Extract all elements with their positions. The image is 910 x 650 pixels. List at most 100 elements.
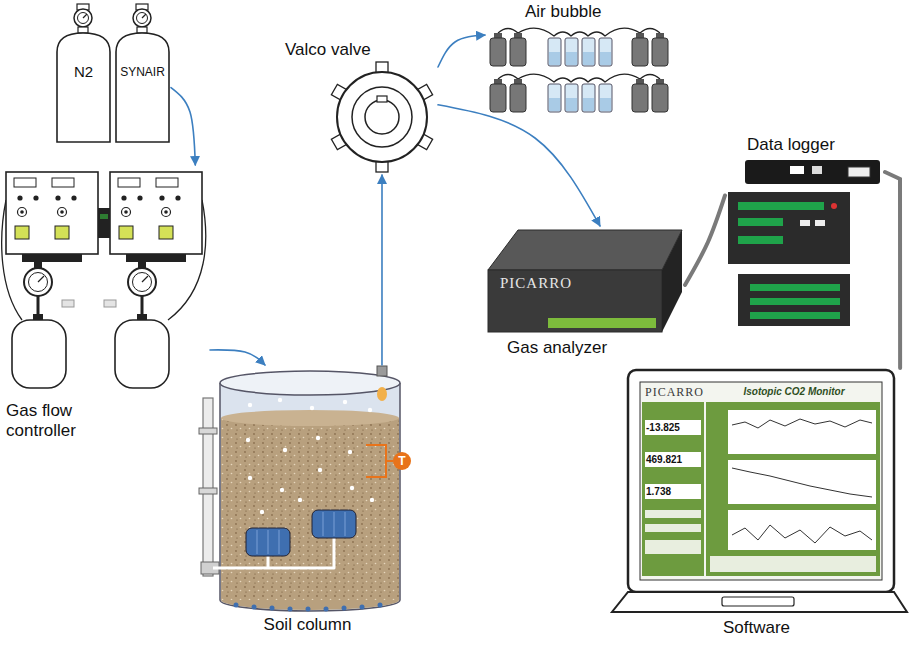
soil-column-drawing bbox=[199, 366, 400, 612]
air-bubbler-drawing bbox=[498, 28, 660, 36]
gas-flow-controller: Gas flow controller bbox=[0, 165, 210, 447]
gas-flow-controller-drawing bbox=[137, 195, 142, 200]
air-bubbler-drawing bbox=[566, 52, 577, 65]
laptop-drawing bbox=[645, 540, 701, 554]
soil-column-drawing bbox=[334, 512, 335, 536]
gas-flow-controller-drawing bbox=[124, 210, 128, 214]
soil-column-drawing bbox=[221, 418, 399, 600]
gas-cylinder-drawing bbox=[137, 27, 147, 33]
soil-column-drawing bbox=[348, 450, 352, 454]
soil-column-drawing bbox=[278, 398, 282, 402]
node-label: Data logger bbox=[747, 135, 877, 155]
soil-column-drawing bbox=[199, 428, 217, 434]
air-bubbler-drawing bbox=[600, 98, 611, 111]
text-slot: Valco valve bbox=[285, 40, 395, 60]
soil-column-drawing bbox=[312, 510, 356, 538]
node-label: SYNAIR bbox=[114, 65, 171, 79]
soil-column-drawing bbox=[306, 607, 311, 612]
text-slot: -13.825 bbox=[646, 421, 700, 434]
data-logger-drawing bbox=[831, 203, 837, 209]
soil-column-drawing bbox=[378, 603, 383, 608]
gas-flow-controller-drawing bbox=[100, 214, 108, 219]
air-bubbler-drawing bbox=[510, 38, 526, 66]
valco-valve-drawing bbox=[377, 96, 387, 102]
laptop-drawing bbox=[645, 510, 701, 518]
soil-column-drawing bbox=[234, 603, 239, 608]
gas-flow-controller-drawing bbox=[14, 178, 36, 187]
data-logger-drawing bbox=[750, 284, 840, 291]
text-slot: T bbox=[393, 452, 411, 470]
flow-arrow bbox=[171, 88, 195, 165]
laptop-drawing bbox=[612, 592, 907, 612]
soil-column: Soil column T bbox=[195, 365, 420, 647]
soil-column-drawing bbox=[310, 406, 314, 410]
soil-column-drawing bbox=[288, 607, 293, 612]
laptop-drawing bbox=[645, 420, 701, 435]
soil-column-drawing bbox=[257, 530, 258, 554]
gas-flow-controller-drawing bbox=[104, 300, 116, 307]
node-label: Air bubble bbox=[525, 2, 645, 22]
data-logger-drawing bbox=[800, 220, 810, 226]
gas-flow-controller-drawing bbox=[159, 226, 173, 239]
gas-flow-controller-drawing bbox=[52, 178, 74, 187]
data-logger: Data logger bbox=[725, 135, 885, 330]
connectors bbox=[171, 35, 900, 368]
software-screen: PICARROIsotopic CO2 Monitor-13.825469.82… bbox=[640, 382, 882, 580]
soil-column-drawing bbox=[246, 528, 290, 556]
data-logger-drawing bbox=[750, 298, 840, 305]
text-slot: Soil column bbox=[195, 615, 420, 635]
gas-flow-controller-drawing bbox=[58, 208, 67, 217]
gas-flow-controller-drawing bbox=[33, 195, 38, 200]
soil-column-drawing bbox=[324, 607, 329, 612]
gas-analyzer-drawing bbox=[662, 230, 682, 332]
gas-flow-controller-drawing bbox=[141, 296, 144, 316]
valco-valve-drawing bbox=[365, 100, 399, 134]
gas-flow-controller-drawing bbox=[18, 208, 27, 217]
air-bubbler-drawing bbox=[490, 38, 506, 66]
laptop-drawing bbox=[732, 525, 872, 543]
laptop-drawing bbox=[722, 597, 794, 606]
gas-flow-controller-drawing bbox=[20, 210, 24, 214]
laptop-drawing bbox=[640, 382, 882, 580]
gas-flow-controller-drawing bbox=[122, 208, 131, 217]
gas-analyzer: PICARROGas analyzer bbox=[485, 226, 685, 363]
node-label: PICARRO bbox=[645, 385, 725, 399]
air-bubbler-drawing bbox=[600, 52, 611, 65]
gas-flow-controller-drawing bbox=[126, 254, 186, 262]
gas-flow-controller-drawing bbox=[55, 226, 69, 239]
soil-column-drawing bbox=[279, 530, 280, 554]
node-label: Software bbox=[605, 618, 908, 638]
air-bubbler-drawing bbox=[510, 84, 526, 112]
air-bubbler-drawing bbox=[549, 52, 560, 65]
soil-column-drawing bbox=[368, 408, 372, 412]
soil-column-drawing bbox=[252, 605, 257, 610]
gas-flow-controller-drawing bbox=[60, 210, 64, 214]
soil-column-drawing bbox=[298, 498, 302, 502]
gas-analyzer-drawing bbox=[488, 270, 662, 332]
air-bubbler-drawing bbox=[549, 98, 560, 111]
air-bubbler-drawing bbox=[583, 98, 594, 111]
valco-valve-drawing bbox=[337, 72, 427, 162]
air-bubbler-drawing bbox=[566, 98, 577, 111]
flow-arrow bbox=[381, 175, 383, 365]
data-logger-drawing bbox=[848, 167, 870, 177]
gas-flow-controller-drawing bbox=[17, 195, 22, 200]
node-label: N2 bbox=[55, 63, 112, 81]
gas-flow-controller-drawing bbox=[24, 268, 52, 296]
soil-column-drawing bbox=[220, 383, 400, 611]
soil-column-drawing bbox=[221, 410, 399, 426]
flow-arrow bbox=[438, 105, 600, 226]
gas-cylinder-drawing bbox=[142, 14, 146, 18]
gas-cylinder-drawing bbox=[137, 13, 148, 24]
gas-flow-controller-drawing bbox=[12, 320, 66, 388]
air-bubbler-drawing bbox=[652, 84, 668, 112]
gas-cylinder-drawing bbox=[78, 27, 88, 33]
text-slot: Isotopic CO2 Monitor bbox=[706, 386, 882, 398]
air-bubbler-drawing bbox=[582, 38, 595, 66]
soil-column-drawing bbox=[323, 512, 324, 536]
node-label: Gas flow controller bbox=[6, 401, 118, 441]
text-slot: Data logger bbox=[747, 135, 877, 155]
